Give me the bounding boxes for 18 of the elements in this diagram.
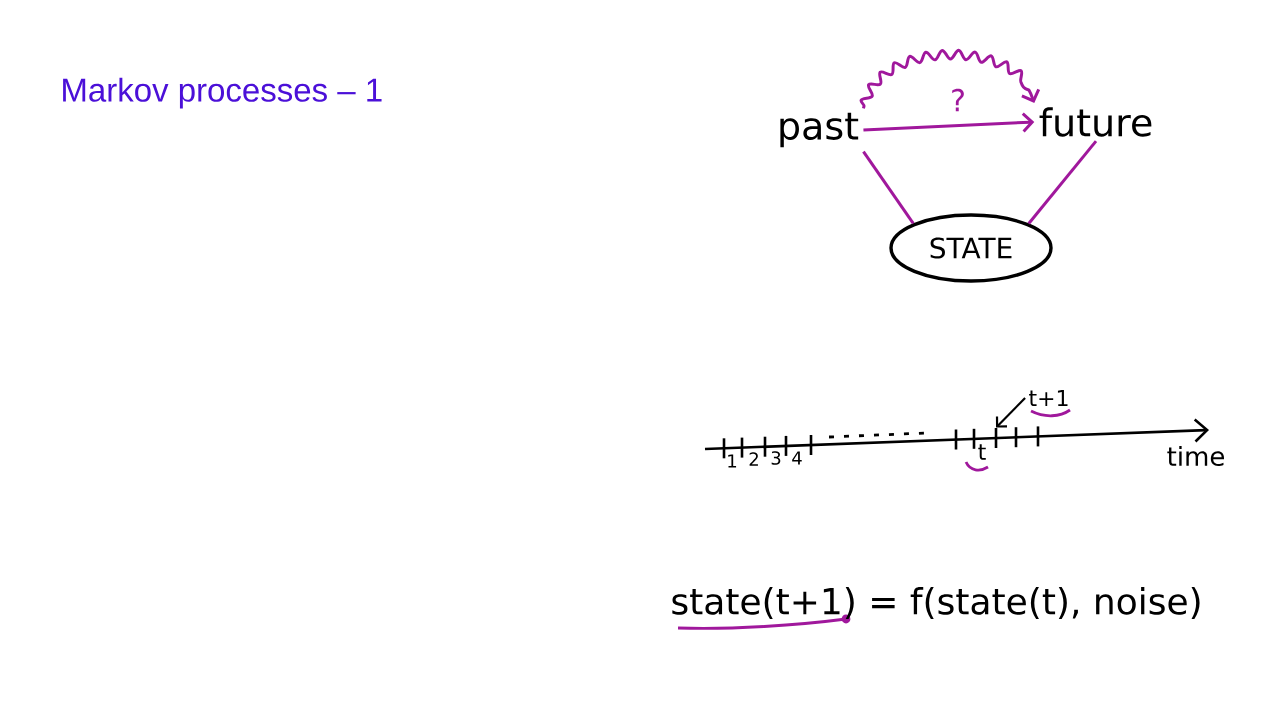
- tick-label: t: [978, 444, 986, 460]
- callout-label: t+1: [1029, 390, 1068, 407]
- leader-arrow: [995, 397, 1026, 428]
- tick-label: 4: [792, 451, 802, 465]
- tick-mark: [994, 428, 998, 448]
- wavy-arrow: [859, 48, 1041, 109]
- connector-line: [862, 150, 915, 225]
- connector-line: [1027, 140, 1098, 225]
- equation: state(t+1) = f(state(t), noise): [672, 586, 1200, 620]
- handwritten-word: future: [1039, 107, 1152, 137]
- handwritten-word: past: [780, 112, 859, 148]
- arrow: [863, 112, 1035, 133]
- tick-label: 3: [771, 451, 781, 465]
- tick-label: 2: [749, 452, 758, 466]
- axis-label: time: [1167, 445, 1224, 467]
- edge-label: ?: [948, 86, 968, 114]
- tick-label: 1: [728, 454, 737, 468]
- title: Markov processes – 1: [63, 77, 382, 109]
